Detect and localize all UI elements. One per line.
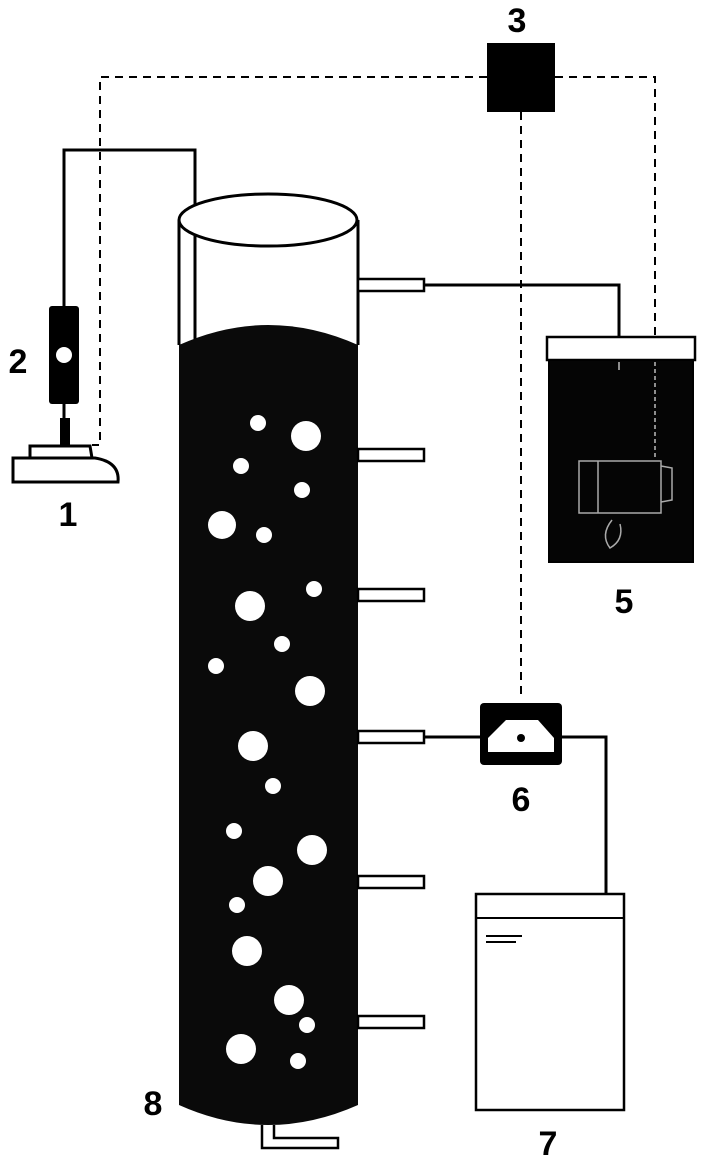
bubble: [299, 1017, 315, 1033]
bubble: [290, 1053, 306, 1069]
overflow-tube: [424, 283, 621, 360]
bubble: [294, 482, 310, 498]
side-port: [356, 874, 426, 890]
bubble: [226, 1034, 256, 1064]
control-line-to-pump-1: [92, 76, 487, 446]
peristaltic-pump: [480, 703, 562, 765]
label-meter: 6: [512, 781, 531, 819]
label-container: 7: [539, 1125, 558, 1162]
bubble: [274, 636, 290, 652]
side-port: [356, 447, 426, 463]
bubble: [229, 897, 245, 913]
bubble: [265, 778, 281, 794]
tank: [545, 335, 697, 563]
air-pump: [11, 418, 120, 484]
controller-box: [487, 43, 555, 112]
bubble: [208, 658, 224, 674]
collection-container: [474, 892, 626, 1112]
bubble: [238, 731, 268, 761]
bubble: [274, 985, 304, 1015]
label-column: 8: [144, 1085, 163, 1123]
bubble: [256, 527, 272, 543]
label-pump: 1: [59, 496, 78, 534]
control-lines: [92, 76, 656, 700]
column-top-rim: [177, 192, 359, 248]
side-port: [356, 587, 426, 603]
bubble: [232, 936, 262, 966]
bubble: [250, 415, 266, 431]
bubble: [297, 835, 327, 865]
label-controller: 3: [508, 2, 527, 40]
bubble: [208, 511, 236, 539]
bubble: [253, 866, 283, 896]
reactor-column: [177, 192, 360, 1150]
bubble: [235, 591, 265, 621]
bubble: [295, 676, 325, 706]
bottom-drain: [260, 1125, 340, 1150]
bubble: [291, 421, 321, 451]
bubble: [306, 581, 322, 597]
side-ports: [356, 277, 426, 1030]
bubble: [226, 823, 242, 839]
label-tank: 5: [615, 583, 634, 621]
bubbles: [208, 415, 327, 1069]
tank-lid: [545, 335, 697, 362]
gas-supply-tube: [62, 148, 197, 420]
label-flowmeter: 2: [9, 343, 28, 381]
flowmeter: [49, 306, 79, 404]
bubble: [233, 458, 249, 474]
control-line-to-tank-5: [555, 76, 656, 462]
side-port: [356, 1014, 426, 1030]
column-liquid: [179, 325, 358, 1125]
side-port: [356, 729, 426, 745]
probe-icon: [578, 460, 673, 549]
side-port: [356, 277, 426, 293]
